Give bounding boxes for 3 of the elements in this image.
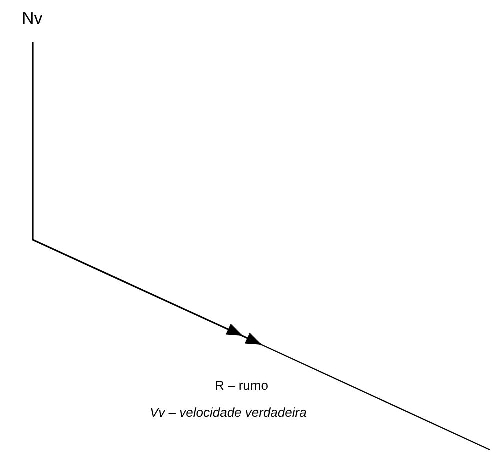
course-label: R – rumo <box>215 379 268 392</box>
north-label: Nv <box>22 10 43 27</box>
velocity-label: Vv – velocidade verdadeira <box>150 406 307 419</box>
